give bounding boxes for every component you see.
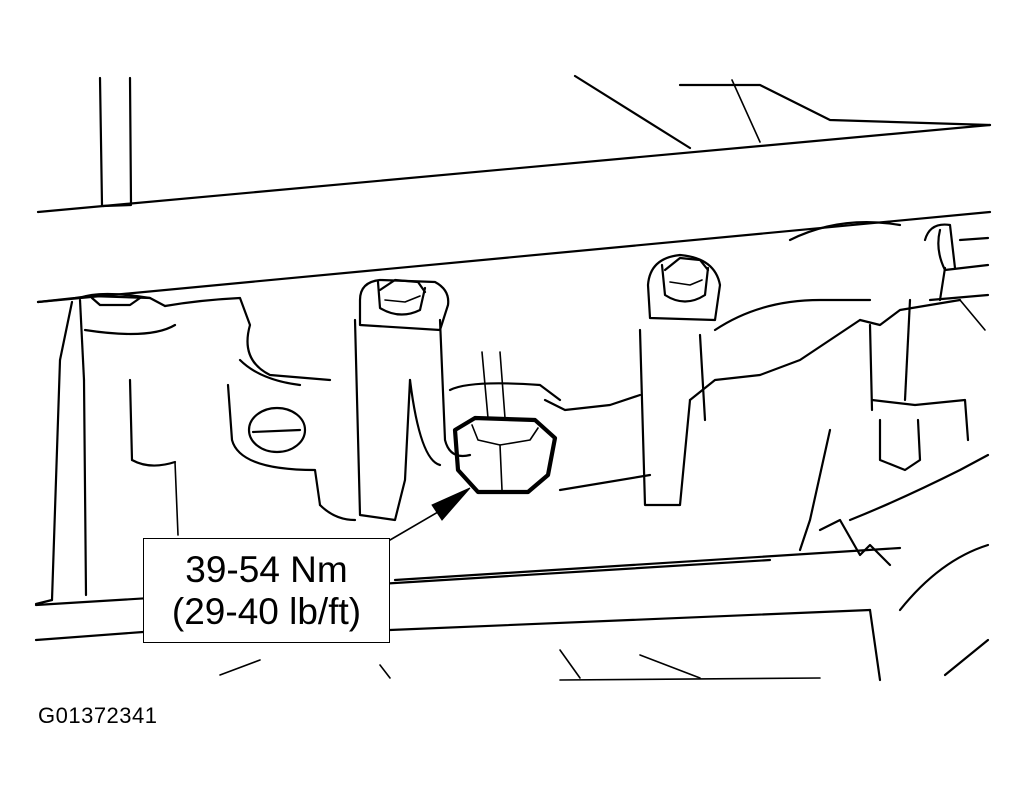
right-side-structure xyxy=(559,221,990,682)
figure-reference-code: G01372341 xyxy=(38,703,158,728)
torque-spec-imperial: (29-40 lb/ft) xyxy=(171,590,362,632)
torque-callout-box: 39-54 Nm (29-40 lb/ft) xyxy=(143,538,390,643)
oil-pressure-sender-hex xyxy=(448,351,562,495)
cover-bolt-left xyxy=(358,278,450,332)
cover-bolt-far-left xyxy=(78,292,152,307)
cover-bolt-right xyxy=(646,253,722,322)
cover-bolt-far-right xyxy=(923,223,957,270)
callout-leader-arrow xyxy=(389,487,471,541)
cylinder-head-body xyxy=(34,294,902,679)
arrowhead-icon xyxy=(431,487,471,521)
upper-structure xyxy=(36,74,992,304)
torque-spec-metric: 39-54 Nm xyxy=(185,548,348,590)
